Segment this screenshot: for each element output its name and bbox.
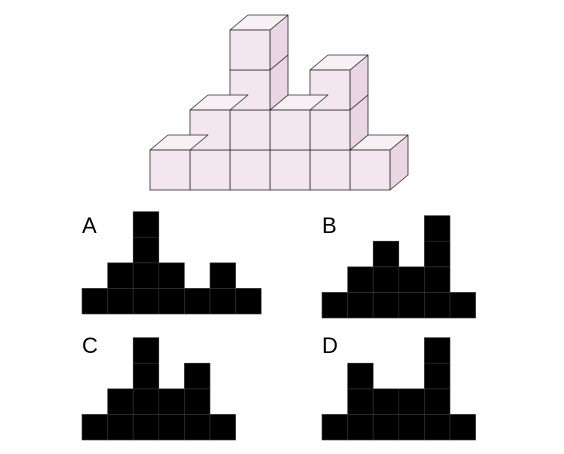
silhouette-cell <box>107 414 134 441</box>
silhouette-cell <box>158 414 185 441</box>
silhouette-cell <box>424 414 451 441</box>
cube-front-face <box>309 149 351 191</box>
option-d[interactable]: D <box>321 333 476 441</box>
silhouette-cell <box>209 288 236 315</box>
silhouette-cell <box>398 414 425 441</box>
silhouette-cell <box>158 288 185 315</box>
silhouette-cell <box>424 362 451 390</box>
cube-front-face <box>189 149 231 191</box>
cube <box>269 149 311 191</box>
silhouette-cell <box>449 292 476 319</box>
silhouette-cell <box>347 362 374 390</box>
option-a-label: A <box>82 213 97 238</box>
cube-front-face <box>149 149 191 191</box>
silhouette-cell <box>347 388 374 415</box>
option-d-label: D <box>322 333 338 358</box>
cube-front-face <box>349 149 391 191</box>
cube-front-face <box>269 149 311 191</box>
cube <box>189 149 231 191</box>
option-b-silhouette <box>321 215 476 319</box>
silhouette-cell <box>424 292 451 319</box>
silhouette-cell <box>132 362 160 390</box>
cube <box>269 94 329 151</box>
silhouette-cell <box>347 414 374 441</box>
silhouette-cell <box>132 211 160 238</box>
cube-front-face <box>269 109 311 151</box>
silhouette-cell <box>184 414 211 441</box>
cube-stack-figure <box>149 14 409 191</box>
silhouette-cell <box>107 288 134 315</box>
silhouette-cell <box>184 388 211 415</box>
option-c-silhouette <box>81 337 236 441</box>
cube-front-face <box>229 109 271 151</box>
option-c[interactable]: C <box>81 333 236 441</box>
silhouette-cell <box>321 414 348 441</box>
silhouette-cell <box>398 388 425 415</box>
silhouette-cell <box>372 414 400 441</box>
option-c-label: C <box>82 333 98 358</box>
silhouette-cell <box>132 236 160 264</box>
silhouette-cell <box>235 288 262 315</box>
cube-front-face <box>229 149 271 191</box>
cube <box>229 149 271 191</box>
silhouette-cell <box>424 240 451 268</box>
silhouette-cell <box>107 388 134 415</box>
silhouette-cell <box>184 362 211 390</box>
silhouette-cell <box>424 388 451 415</box>
silhouette-cell <box>132 414 160 441</box>
option-b-label: B <box>322 213 337 238</box>
silhouette-cell <box>184 288 211 315</box>
silhouette-cell <box>81 288 108 315</box>
silhouette-cell <box>132 337 160 364</box>
option-a[interactable]: A <box>81 211 262 315</box>
silhouette-cell <box>158 262 185 289</box>
silhouette-cell <box>449 414 476 441</box>
silhouette-cell <box>424 266 451 293</box>
silhouette-cell <box>372 240 400 268</box>
cube <box>309 94 369 151</box>
cube <box>229 109 271 151</box>
cube-front-face <box>309 109 351 151</box>
cube <box>349 134 409 191</box>
option-b[interactable]: B <box>321 213 476 319</box>
silhouette-cell <box>398 266 425 293</box>
silhouette-cell <box>372 388 400 415</box>
cube <box>309 149 351 191</box>
silhouette-cell <box>372 266 400 293</box>
silhouette-cell <box>107 262 134 289</box>
silhouette-cell <box>347 266 374 293</box>
silhouette-cell <box>132 262 160 289</box>
silhouette-cell <box>158 388 185 415</box>
silhouette-cell <box>132 288 160 315</box>
silhouette-cell <box>81 414 108 441</box>
silhouette-cell <box>424 215 451 242</box>
silhouette-cell <box>209 262 236 289</box>
silhouette-cell <box>132 388 160 415</box>
silhouette-cell <box>209 414 236 441</box>
silhouette-cell <box>398 292 425 319</box>
cube <box>229 14 289 71</box>
silhouette-cell <box>424 337 451 364</box>
silhouette-cell <box>347 292 374 319</box>
silhouette-cell <box>372 292 400 319</box>
silhouette-cell <box>321 292 348 319</box>
option-a-silhouette <box>81 211 262 315</box>
cube <box>149 134 209 191</box>
cube-front-face <box>229 29 271 71</box>
option-d-silhouette <box>321 337 476 441</box>
